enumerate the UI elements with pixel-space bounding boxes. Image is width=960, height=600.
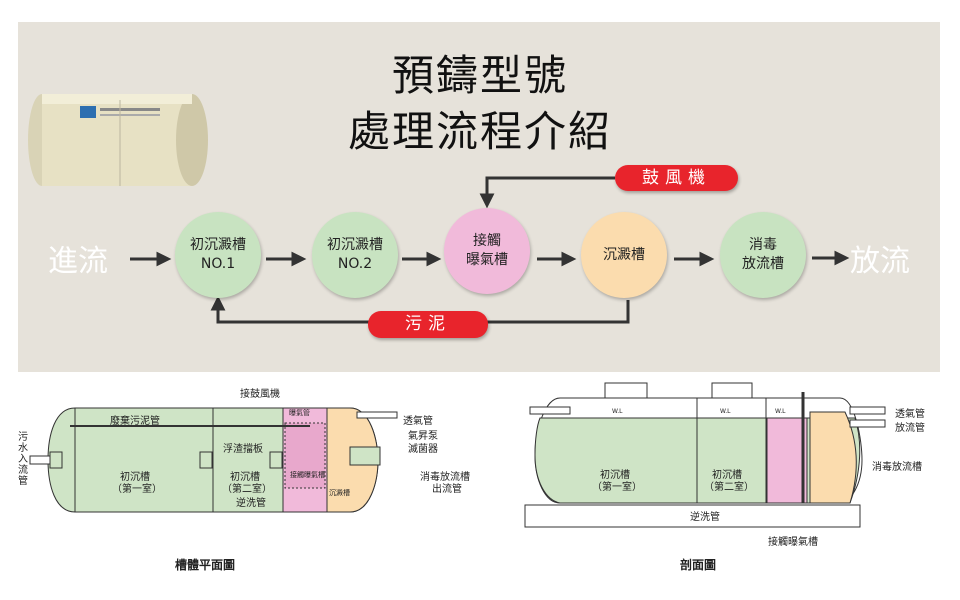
section-label: 逆洗管 bbox=[690, 512, 720, 523]
plan-caption: 槽體平面圖 bbox=[175, 558, 236, 572]
plan-label: 消毒放流槽 bbox=[420, 472, 470, 483]
stage-primary-settling-1: 初沉澱槽 NO.1 bbox=[175, 212, 261, 298]
inflow-label: 進流 bbox=[48, 244, 108, 279]
section-label: 初沉槽 bbox=[712, 470, 742, 481]
plan-label: 廢棄污泥管 bbox=[110, 416, 160, 427]
plan-label: 接鼓風機 bbox=[240, 389, 280, 400]
plan-label: 初沉槽 bbox=[120, 472, 150, 483]
stage-label: 接觸 bbox=[473, 233, 501, 249]
section-label: 透氣管 bbox=[895, 409, 925, 420]
section-label: （第一室） bbox=[592, 482, 642, 493]
water-level-mark: W.L bbox=[612, 408, 623, 415]
plan-view-drawing bbox=[29, 407, 398, 513]
water-level-mark: W.L bbox=[775, 408, 786, 415]
stage-sublabel: NO.1 bbox=[200, 256, 236, 272]
plan-label: （第一室） bbox=[112, 484, 162, 495]
stage-sublabel: 放流槽 bbox=[742, 256, 784, 272]
plan-label: 接觸曝氣槽 bbox=[290, 471, 325, 479]
plan-label: （第二室） bbox=[222, 484, 272, 495]
section-label: 接觸曝氣槽 bbox=[768, 537, 818, 548]
plan-label: 污水入流管 bbox=[18, 432, 28, 487]
plan-label: 氣昇泵 bbox=[408, 431, 438, 442]
sludge-badge: 污泥 bbox=[368, 311, 488, 338]
section-label: 初沉槽 bbox=[600, 470, 630, 481]
section-caption: 剖面圖 bbox=[680, 558, 717, 572]
stage-label: 沉澱槽 bbox=[603, 246, 645, 263]
stage-contact-aeration: 接觸曝氣槽 bbox=[444, 208, 530, 294]
tank-image bbox=[28, 94, 208, 186]
plan-label: 透氣管 bbox=[403, 416, 433, 427]
blower-badge: 鼓風機 bbox=[615, 165, 738, 191]
stage-settling: 沉澱槽 bbox=[581, 212, 667, 298]
title-line-1: 預鑄型號 bbox=[391, 51, 568, 100]
plan-label: 浮渣擋板 bbox=[223, 444, 263, 455]
stage-disinfection: 消毒放流槽 bbox=[720, 212, 806, 298]
plan-label: 出流管 bbox=[432, 484, 462, 495]
stage-sublabel: 曝氣槽 bbox=[466, 252, 508, 268]
stage-primary-settling-2: 初沉澱槽 NO.2 bbox=[312, 212, 398, 298]
plan-label: 沉澱槽 bbox=[329, 489, 350, 497]
title-line-2: 處理流程介紹 bbox=[347, 107, 612, 156]
section-view-drawing bbox=[524, 382, 886, 528]
section-label: 放流管 bbox=[895, 423, 925, 434]
water-level-mark: W.L bbox=[720, 408, 731, 415]
plan-label: 滅菌器 bbox=[408, 444, 438, 455]
stage-label: 初沉澱槽 bbox=[327, 237, 383, 253]
section-label: 消毒放流槽 bbox=[872, 462, 922, 473]
section-label: （第二室） bbox=[704, 482, 754, 493]
plan-label: 曝氣管 bbox=[289, 409, 310, 417]
stage-label: 消毒 bbox=[749, 237, 777, 253]
plan-label: 逆洗管 bbox=[236, 498, 266, 509]
outflow-label: 放流 bbox=[850, 244, 910, 279]
stage-label: 初沉澱槽 bbox=[190, 237, 246, 253]
stage-sublabel: NO.2 bbox=[337, 256, 373, 272]
plan-label: 初沉槽 bbox=[230, 472, 260, 483]
